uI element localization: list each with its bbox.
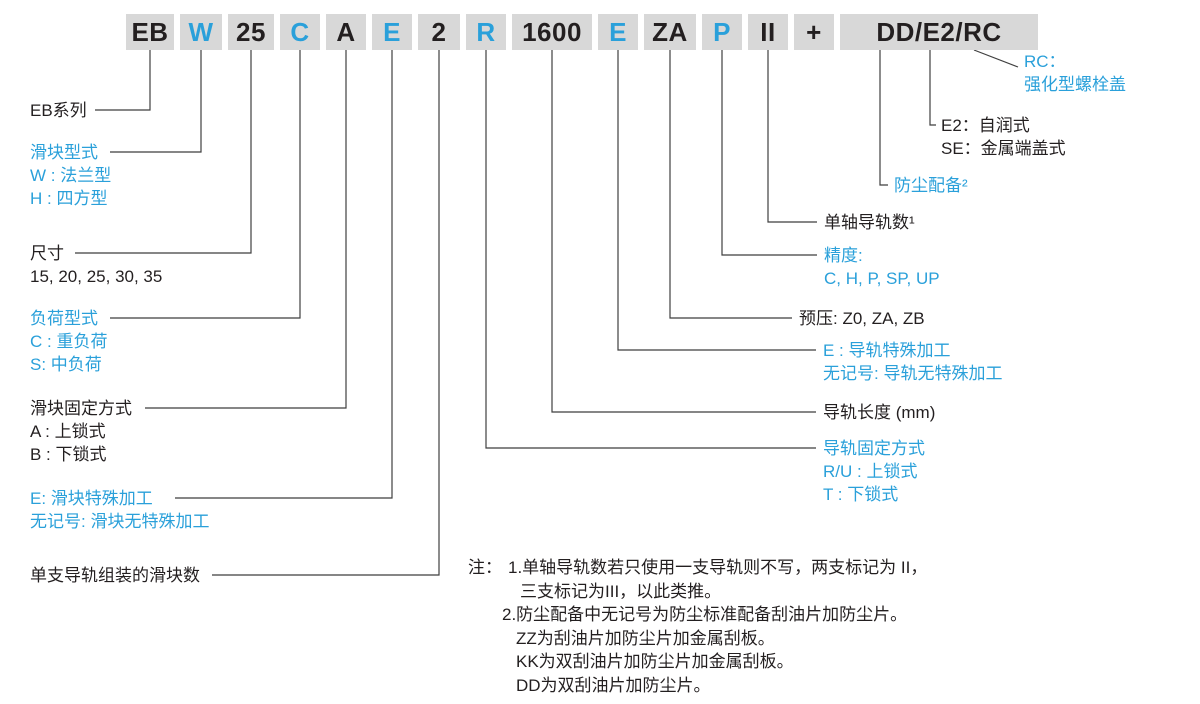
label-eb-series: EB系列 bbox=[30, 99, 87, 122]
code-segment-e-rail: E bbox=[598, 14, 638, 50]
connector-block-count bbox=[212, 50, 440, 576]
connector-eb-series bbox=[95, 50, 151, 111]
code-segment-eb: EB bbox=[126, 14, 174, 50]
label-block-precision: 精度: C, H, P, SP, UP bbox=[824, 244, 940, 290]
label-line: 预压: Z0, ZA, ZB bbox=[799, 309, 925, 328]
code-segment-w: W bbox=[180, 14, 222, 50]
label-line: 单支导轨组装的滑块数 bbox=[30, 566, 200, 585]
label-block-rail-fixing: 导轨固定方式 R/U : 上锁式 T : 下锁式 bbox=[823, 437, 925, 506]
label-line: 滑块固定方式 bbox=[30, 399, 132, 418]
code-segment-c: C bbox=[280, 14, 320, 50]
code-segment-1600: 1600 bbox=[512, 14, 592, 50]
label-rail-count: 单轴导轨数¹ bbox=[824, 211, 915, 234]
connector-precision bbox=[721, 50, 817, 256]
label-line: 强化型螺栓盖 bbox=[1024, 75, 1126, 94]
label-block-block-special: E: 滑块特殊加工 无记号: 滑块无特殊加工 bbox=[30, 487, 209, 533]
label-line: SE：金属端盖式 bbox=[941, 139, 1066, 158]
connector-rc bbox=[973, 49, 1019, 68]
label-rail-length: 导轨长度 (mm) bbox=[823, 401, 935, 424]
note-line-1: 注： 1.单轴导轨数若只使用一支导轨则不写，两支标记为 II， bbox=[468, 556, 927, 580]
label-line: 15, 20, 25, 30, 35 bbox=[30, 267, 163, 286]
connector-e2 bbox=[929, 50, 936, 126]
note-line-6: DD为双刮油片加防尘片。 bbox=[516, 675, 711, 695]
connector-block-special bbox=[175, 50, 393, 499]
label-preload: 预压: Z0, ZA, ZB bbox=[799, 307, 925, 330]
note-line-2: 三支标记为III，以此类推。 bbox=[520, 581, 722, 601]
code-segment-ii: II bbox=[748, 14, 788, 50]
code-segment-2: 2 bbox=[418, 14, 460, 50]
label-line: 尺寸 bbox=[30, 244, 64, 263]
label-line: W : 法兰型 bbox=[30, 166, 112, 185]
label-line: EB系列 bbox=[30, 101, 87, 120]
notes-prefix: 注： bbox=[468, 558, 502, 577]
label-line: RC： bbox=[1024, 52, 1066, 71]
note-line-5: KK为双刮油片加防尘片加金属刮板。 bbox=[516, 652, 794, 671]
code-segment-za: ZA bbox=[644, 14, 696, 50]
code-segment-r: R bbox=[466, 14, 506, 50]
label-line: 负荷型式 bbox=[30, 309, 98, 328]
label-line: 滑块型式 bbox=[30, 143, 98, 162]
connector-rail-fixing bbox=[485, 50, 816, 449]
label-blocks-per-rail: 单支导轨组装的滑块数 bbox=[30, 564, 200, 587]
connector-slider-type bbox=[110, 50, 202, 153]
code-segment-e-block: E bbox=[372, 14, 412, 50]
code-segment-25: 25 bbox=[228, 14, 274, 50]
connector-rail-count bbox=[767, 50, 817, 223]
code-segment-dust: DD/E2/RC bbox=[840, 14, 1038, 50]
label-line: T : 下锁式 bbox=[823, 485, 899, 504]
label-line: 无记号: 滑块无特殊加工 bbox=[30, 512, 210, 531]
notes: 注： 1.单轴导轨数若只使用一支导轨则不写，两支标记为 II， 三支标记为III… bbox=[468, 556, 927, 697]
label-block-rail-special: E : 导轨特殊加工 无记号: 导轨无特殊加工 bbox=[823, 339, 1002, 385]
label-line: S: 中负荷 bbox=[30, 355, 102, 374]
label-line: H : 四方型 bbox=[30, 189, 108, 208]
label-line: 导轨固定方式 bbox=[823, 439, 925, 458]
connector-rail-length bbox=[551, 50, 816, 413]
connector-size bbox=[75, 50, 252, 254]
label-line: 导轨长度 (mm) bbox=[823, 403, 936, 422]
connector-preload bbox=[669, 50, 792, 319]
label-line: B : 下锁式 bbox=[30, 445, 107, 464]
note-line-4: ZZ为刮油片加防尘片加金属刮板。 bbox=[516, 628, 775, 648]
label-block-load-type: 负荷型式 C : 重负荷 S: 中负荷 bbox=[30, 307, 107, 376]
label-line: C, H, P, SP, UP bbox=[824, 269, 940, 288]
label-line: 无记号: 导轨无特殊加工 bbox=[823, 364, 1003, 383]
label-block-e2-se: E2：自润式 SE：金属端盖式 bbox=[941, 114, 1066, 160]
label-block-block-fixing: 滑块固定方式 A : 上锁式 B : 下锁式 bbox=[30, 397, 132, 466]
code-segment-plus: + bbox=[794, 14, 834, 50]
label-line: E : 导轨特殊加工 bbox=[823, 341, 951, 360]
label-block-slider-type: 滑块型式 W : 法兰型 H : 四方型 bbox=[30, 141, 111, 210]
code-segment-a: A bbox=[326, 14, 366, 50]
connector-load-type bbox=[110, 50, 301, 319]
label-line: 单轴导轨数¹ bbox=[824, 213, 915, 232]
label-line: 防尘配备² bbox=[894, 176, 968, 195]
label-block-size: 尺寸 15, 20, 25, 30, 35 bbox=[30, 242, 162, 288]
label-line: C : 重负荷 bbox=[30, 332, 108, 351]
note-line-3: 2.防尘配备中无记号为防尘标准配备刮油片加防尘片。 bbox=[502, 605, 908, 624]
label-line: 精度: bbox=[824, 246, 863, 265]
connector-block-fixing bbox=[145, 50, 347, 409]
note-text: 1.单轴导轨数若只使用一支导轨则不写，两支标记为 II， bbox=[508, 558, 928, 577]
label-line: E: 滑块特殊加工 bbox=[30, 489, 153, 508]
label-dust-protection: 防尘配备² bbox=[894, 174, 968, 197]
label-line: E2：自润式 bbox=[941, 116, 1030, 135]
label-line: A : 上锁式 bbox=[30, 422, 106, 441]
code-segment-p: P bbox=[702, 14, 742, 50]
connector-rail-special bbox=[617, 50, 816, 351]
label-block-rc: RC： 强化型螺栓盖 bbox=[1024, 50, 1126, 96]
label-line: R/U : 上锁式 bbox=[823, 462, 918, 481]
connector-dust bbox=[879, 50, 888, 186]
